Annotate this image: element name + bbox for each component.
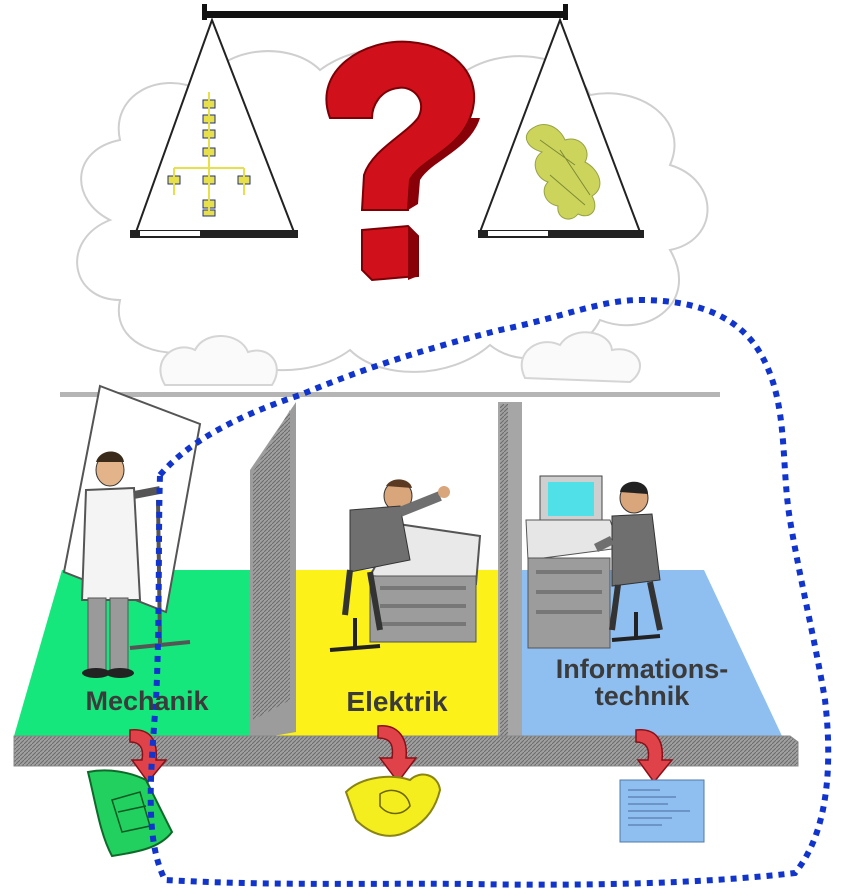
question-mark-icon	[325, 40, 480, 282]
mechanik-drawing-icon	[86, 769, 174, 858]
output-arrow-elektrik	[377, 725, 418, 784]
system-boundary-dotted-outline	[147, 296, 832, 888]
label-mechanik: Mechanik	[85, 686, 209, 716]
output-arrow-informationstechnik	[635, 729, 674, 784]
label-elektrik: Elektrik	[346, 686, 448, 717]
it-engineer-figure	[525, 475, 663, 649]
output-arrow-mechanik	[129, 729, 168, 784]
balance-scale	[130, 4, 644, 282]
partition-walls	[250, 402, 522, 740]
unstructured-mess-icon	[526, 124, 601, 220]
informationstechnik-code-icon	[619, 779, 705, 843]
label-informationstechnik: Informations- technik	[555, 654, 729, 711]
right-scale-pan	[478, 17, 644, 238]
scale-beam	[205, 11, 567, 18]
floor-zone-mechanik	[14, 570, 250, 736]
electrical-engineer-figure	[329, 479, 482, 652]
ceiling-line	[60, 392, 720, 397]
left-scale-pan	[130, 17, 298, 238]
small-cloud-left	[159, 335, 278, 386]
elektrik-schematic-icon	[344, 773, 442, 837]
small-cloud-right	[520, 331, 641, 384]
